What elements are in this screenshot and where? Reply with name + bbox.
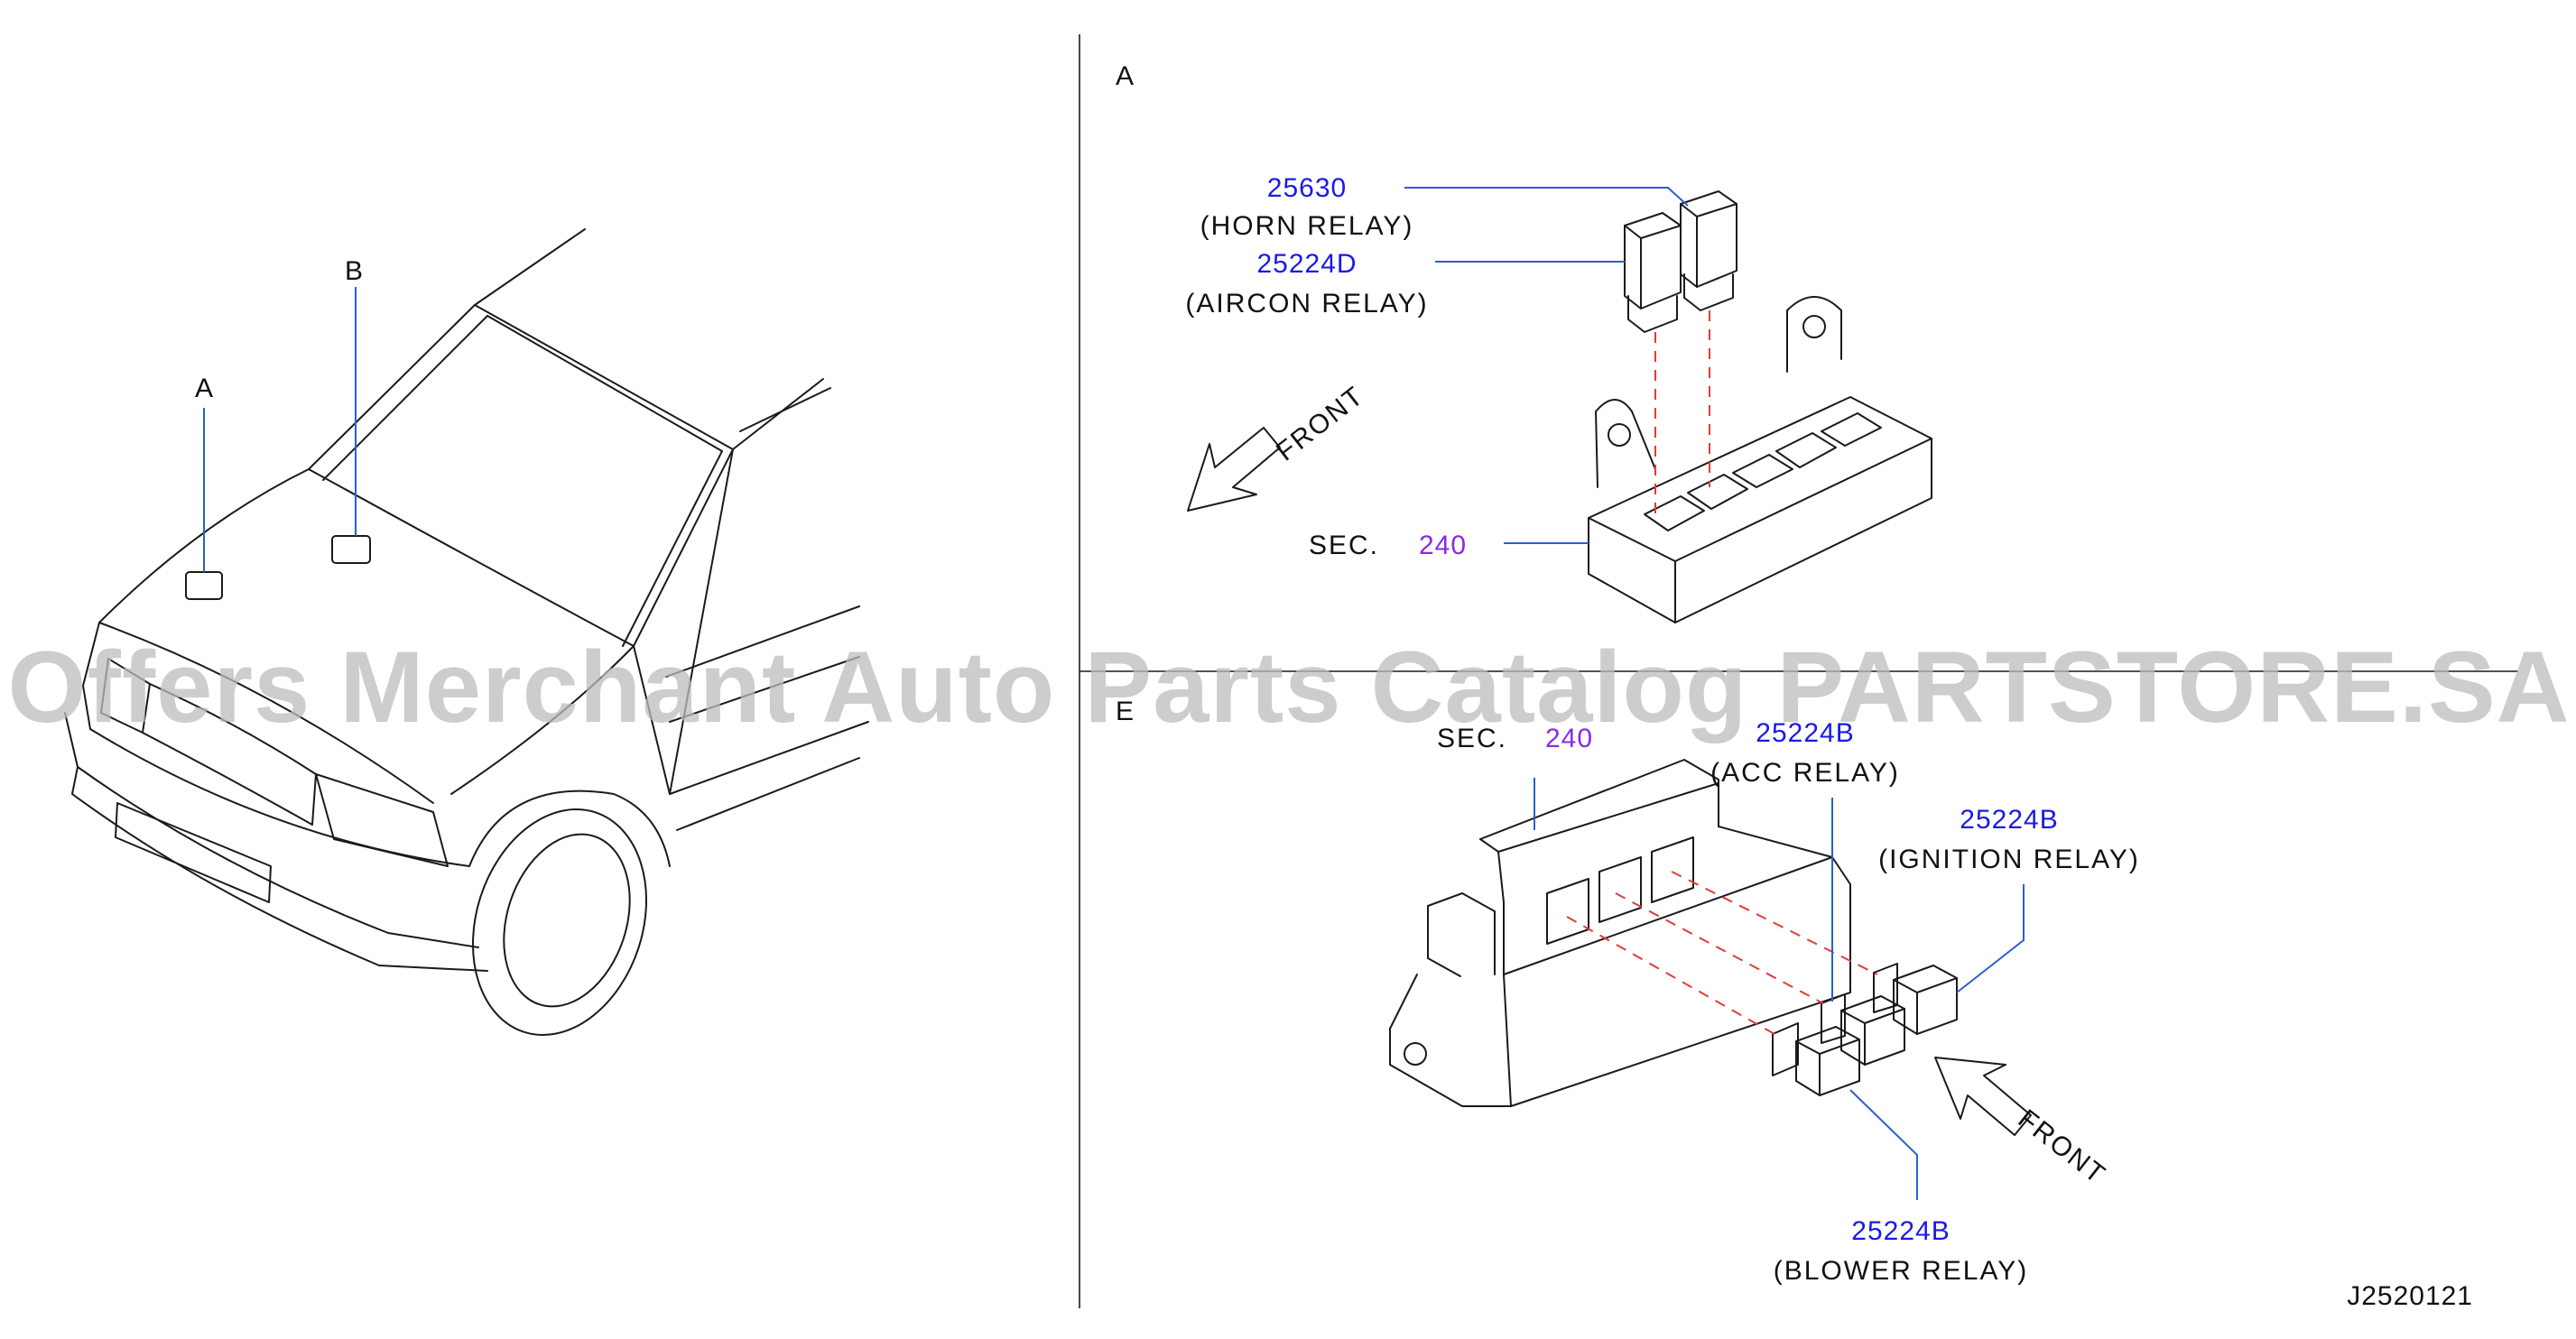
- view-a-front-label: FRONT: [1271, 381, 1370, 467]
- blower-relay-part-number: 25224B: [1851, 1216, 1950, 1246]
- view-b-label: E: [1116, 697, 1134, 726]
- aircon-relay-name: (AIRCON RELAY): [1185, 289, 1428, 319]
- horn-relay-leader: [1404, 187, 1689, 207]
- acc-relay-part-number: 25224B: [1756, 718, 1854, 748]
- ignition-relay-name: (IGNITION RELAY): [1878, 845, 2140, 874]
- diagram-code: J2520121: [2347, 1281, 2473, 1311]
- acc-relay-part: [1821, 993, 1905, 1066]
- view-a-sec-label: SEC.: [1309, 531, 1379, 560]
- aircon-relay-part: [1624, 212, 1682, 333]
- horn-relay-part: [1680, 190, 1737, 311]
- ignition-relay-mount-line: [1671, 871, 1878, 975]
- view-a-front-arrow-icon: [1187, 427, 1281, 512]
- horn-relay-name: (HORN RELAY): [1200, 211, 1414, 241]
- view-a-relay-box: [1588, 296, 1932, 623]
- ignition-relay-leader: [1956, 884, 2025, 993]
- aircon-relay-part-number: 25224D: [1256, 249, 1357, 279]
- view-b-sec-label: SEC.: [1437, 724, 1507, 753]
- vehicle-overview: [64, 228, 869, 1037]
- ignition-relay-part: [1873, 963, 1958, 1035]
- ignition-relay-part-number: 25224B: [1960, 805, 2058, 835]
- acc-relay-name: (ACC RELAY): [1710, 758, 1900, 788]
- view-b-front-label: FRONT: [2013, 1104, 2112, 1191]
- acc-relay-mount-line: [1615, 892, 1824, 1004]
- blower-relay-part: [1772, 1022, 1860, 1096]
- horn-relay-part-number: 25630: [1267, 173, 1347, 203]
- car-marker-a: A: [195, 374, 213, 403]
- view-b-front-arrow-icon: [1934, 1057, 2032, 1136]
- view-a-label: A: [1116, 61, 1134, 91]
- blower-relay-name: (BLOWER RELAY): [1774, 1256, 2029, 1286]
- view-b-sec-number: 240: [1545, 724, 1593, 753]
- panel-dividers: [1079, 34, 2518, 1308]
- view-a-sec-number: 240: [1419, 531, 1467, 560]
- blower-relay-mount-line: [1566, 916, 1775, 1035]
- view-b-relay-box: [1389, 759, 1851, 1107]
- car-marker-b: B: [345, 256, 363, 286]
- blower-relay-leader: [1849, 1089, 1918, 1200]
- watermark: Offers Merchant Auto Parts Catalog PARTS…: [7, 631, 2570, 743]
